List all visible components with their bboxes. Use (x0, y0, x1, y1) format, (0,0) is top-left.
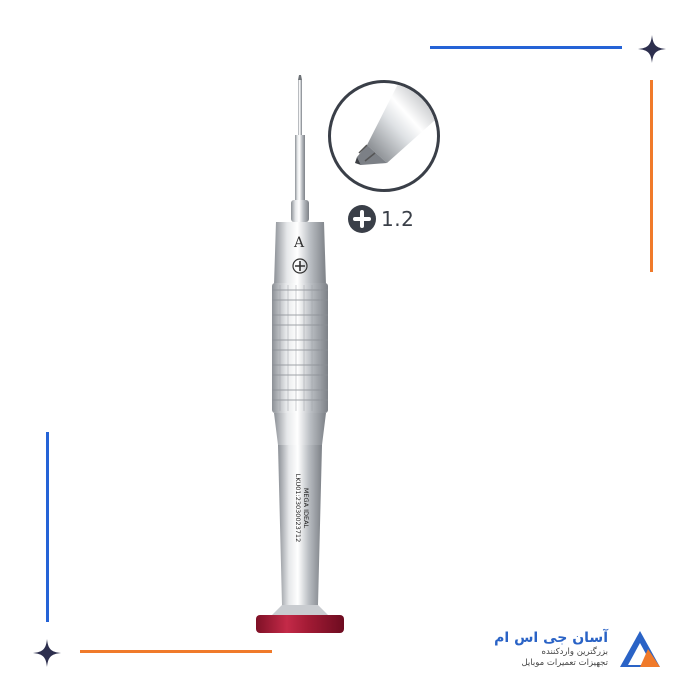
tip-size-label: 1.2 (381, 207, 415, 231)
handle-engraving: MEGA IDEAL LKU01:23030023712 (294, 468, 310, 548)
brand-logo: آسان جی اس ام بزرگترین واردکننده تجهیزات… (494, 629, 662, 669)
tip-size-row: 1.2 (347, 204, 414, 234)
logo-text: آسان جی اس ام بزرگترین واردکننده تجهیزات… (494, 630, 608, 669)
handle-letter: A (294, 235, 305, 251)
tip-zoom-circle (328, 80, 440, 192)
tip-closeup-image (355, 83, 437, 165)
plus-icon (348, 205, 376, 233)
sparkle-icon (33, 639, 61, 667)
decor-line-left (46, 432, 49, 622)
logo-title: آسان جی اس ام (494, 629, 608, 646)
engraving-code: LKU01:23030023712 (294, 473, 302, 543)
decor-line-right (650, 80, 653, 272)
screwdriver-image (256, 75, 344, 633)
decor-line-bottom (80, 650, 272, 653)
logo-subtitle-1: بزرگترین واردکننده (541, 646, 608, 657)
logo-mark-icon (620, 631, 660, 667)
logo-subtitle-2: تجهیزات تعمیرات موبایل (521, 657, 609, 668)
engraving-brand: MEGA IDEAL (302, 487, 310, 529)
decor-line-top (430, 46, 622, 49)
sparkle-icon (638, 35, 666, 63)
